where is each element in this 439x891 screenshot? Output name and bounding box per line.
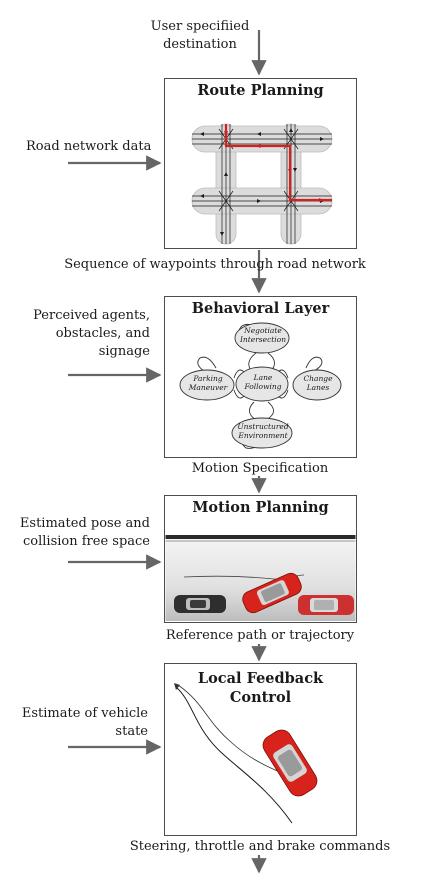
lane-following-text: Lane Following <box>237 373 289 391</box>
unstructured-line-1: Unstructured <box>237 422 289 431</box>
parked-car-red <box>297 594 354 615</box>
controlled-car <box>262 729 317 796</box>
parking-maneuver-text: Parking Maneuver <box>181 374 235 392</box>
perceived-line-3: signage <box>98 344 150 359</box>
state-lane-following <box>235 366 288 401</box>
lane-following-line-1: Lane <box>253 373 273 382</box>
behavioral-layer-block: Behavioral Layer Negotiate Intersection … <box>164 296 357 458</box>
estimated-pose-label: Estimated pose and collision free space <box>2 515 150 551</box>
destination-label: User specifiied destination <box>140 18 260 54</box>
ego-car <box>241 572 302 613</box>
state-parking-maneuver <box>179 369 234 400</box>
unstructured-environment-text: Unstructured Environment <box>231 422 295 440</box>
local-feedback-title-line-1: Local Feedback <box>197 670 324 687</box>
state-negotiate-intersection <box>234 322 289 353</box>
unstructured-line-2: Environment <box>238 431 288 440</box>
reference-path-label: Reference path or trajectory <box>165 628 355 643</box>
road-network-label: Road network data <box>26 139 152 154</box>
feedback-control-scene <box>173 682 317 823</box>
motion-planning-scene <box>165 534 355 621</box>
perceived-line-1: Perceived agents, <box>33 308 150 323</box>
parking-line-1: Parking <box>193 374 223 383</box>
state-unstructured-environment <box>231 417 292 448</box>
vehicle-state-label: Estimate of vehicle state <box>10 705 148 741</box>
perceived-line-2: obstacles, and <box>55 326 150 341</box>
estimated-pose-line-2: collision free space <box>22 534 150 549</box>
change-lanes-line-1: Change <box>303 374 333 383</box>
lane-following-line-2: Following <box>244 382 282 391</box>
parked-car-dark <box>173 594 226 613</box>
local-feedback-title-line-2: Control <box>229 689 292 706</box>
negotiate-line-2: Intersection <box>239 335 287 344</box>
road-network-graphic <box>191 123 332 244</box>
route-planning-block: Route Planning <box>164 78 357 249</box>
change-lanes-line-2: Lanes <box>306 383 330 392</box>
motion-planning-block: Motion Planning <box>164 495 357 623</box>
estimated-pose-line-1: Estimated pose and <box>19 516 150 531</box>
behavioral-layer-title: Behavioral Layer <box>191 300 330 317</box>
commands-label: Steering, throttle and brake commands <box>129 839 391 854</box>
motion-spec-label: Motion Specification <box>191 461 329 476</box>
motion-planning-title: Motion Planning <box>192 499 329 516</box>
local-feedback-title: Local Feedback Control <box>165 669 356 707</box>
negotiate-line-1: Negotiate <box>244 326 282 335</box>
local-feedback-block: Local Feedback Control <box>164 663 357 836</box>
state-change-lanes <box>292 369 341 400</box>
destination-line-2: destination <box>163 37 237 52</box>
route-planning-title: Route Planning <box>197 82 324 99</box>
negotiate-intersection-text: Negotiate Intersection <box>236 326 290 344</box>
change-lanes-text: Change Lanes <box>294 374 342 392</box>
parking-line-2: Maneuver <box>188 383 228 392</box>
destination-line-1: User specifiied <box>150 19 250 34</box>
behavior-state-machine <box>179 322 341 449</box>
vehicle-state-line-2: state <box>115 724 148 739</box>
waypoints-label: Sequence of waypoints through road netwo… <box>64 257 366 272</box>
vehicle-state-line-1: Estimate of vehicle <box>21 706 148 721</box>
perceived-label: Perceived agents, obstacles, and signage <box>10 307 150 361</box>
